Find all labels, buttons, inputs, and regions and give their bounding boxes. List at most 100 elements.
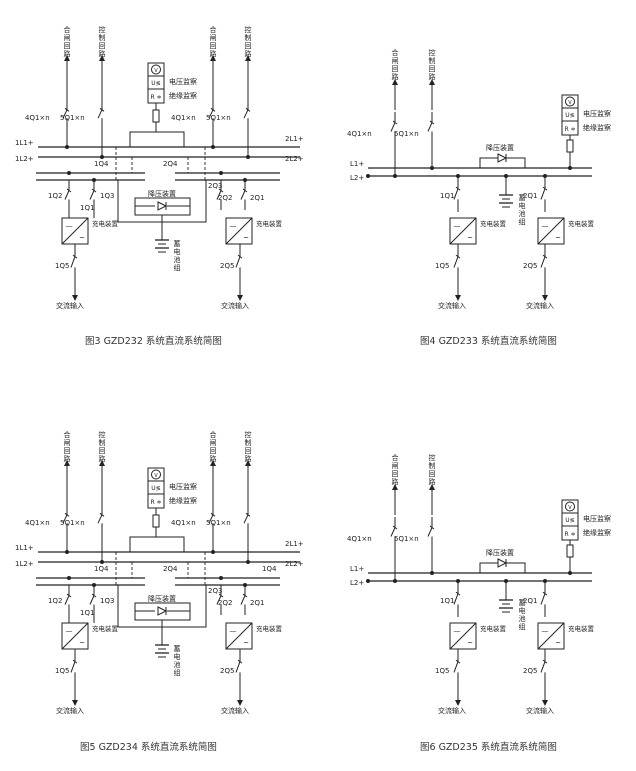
charger-diagonal	[61, 622, 89, 650]
switch-1q3-label: 1Q3	[100, 192, 114, 200]
bus-2l1-label: 2L1+	[285, 135, 304, 143]
left-closing-breaker-label: 4Q1×n	[25, 114, 50, 122]
switch-2q5-mark	[542, 659, 548, 664]
switch-2q1-blade	[540, 593, 546, 605]
switch-2q3-label: 2Q3	[208, 182, 222, 190]
voltmeter-symbol: V	[568, 505, 572, 511]
left-closing-label: 合闸回路	[64, 25, 71, 58]
charger-ac-symbol: ~	[555, 234, 561, 242]
step-down-label: 降压装置	[148, 594, 176, 603]
charger-ac-symbol: ~	[467, 234, 473, 242]
junction-dot	[504, 174, 508, 178]
switch-1q5-label: 1Q5	[55, 262, 69, 270]
control-breaker-blade	[427, 122, 433, 132]
switch-1q4-label: 1Q4	[94, 160, 109, 168]
insulation-symbol: R ≑	[150, 94, 161, 101]
control-breaker-mark	[429, 120, 435, 125]
voltmeter-icon	[565, 96, 575, 107]
left-closing-label: 合闸回路	[64, 430, 71, 463]
diode-triangle	[157, 606, 168, 616]
battery-label: 蓄电池组	[174, 239, 181, 272]
control-breaker-label: 5Q1×n	[394, 130, 419, 138]
switch-2q5-label: 2Q5	[220, 262, 234, 270]
charger-dc-symbol: —	[542, 222, 549, 230]
caption-fig3: 图3 GZD232 系统直流系统简图	[85, 335, 222, 347]
bus-2l2-label: 2L2+	[285, 560, 304, 568]
charger-diagonal	[449, 217, 477, 245]
switch-2q5-blade	[540, 661, 546, 673]
fig5-diagram: 1L1+1L2+2L1+2L2+合闸回路4Q1×n控制回路5Q1×n合闸回路4Q…	[15, 430, 304, 715]
right-control-breaker-label: 5Q1×n	[206, 519, 231, 527]
switch-1q5-blade	[70, 661, 76, 673]
insulation-monitor-label: 绝缘监察	[583, 528, 611, 537]
right-charger-label: 充电装置	[256, 219, 283, 228]
switch-1q1-label: 1Q1	[440, 192, 454, 200]
switch-1q2-blade	[64, 190, 70, 200]
voltage-monitor-label: 电压监察	[583, 514, 611, 523]
switch-2q1-label: 2Q1	[523, 597, 537, 605]
voltmeter-symbol: V	[154, 473, 158, 479]
monitor-bridge	[129, 536, 185, 552]
charger-diagonal	[225, 622, 253, 650]
switch-1q5-blade	[453, 661, 459, 673]
left-control-breaker-blade	[97, 109, 103, 119]
junction-dot	[393, 174, 397, 178]
junction-dot	[243, 583, 247, 587]
insulation-symbol: R ≑	[150, 499, 161, 506]
undervoltage-symbol: U≶	[151, 485, 160, 492]
charger-ac-symbol: ~	[79, 639, 85, 647]
left-control-breaker-label: 5Q1×n	[60, 519, 85, 527]
switch-1q5-mark	[455, 254, 461, 259]
bus-l2-label: L2+	[350, 579, 364, 587]
right-charger-label: 充电装置	[568, 624, 595, 633]
step-down-label: 降压装置	[486, 548, 514, 557]
switch-1q5-blade	[70, 256, 76, 268]
step-down-label: 降压装置	[486, 143, 514, 152]
switch-1q5-label: 1Q5	[435, 667, 449, 675]
control-breaker-mark	[429, 525, 435, 530]
bus-l2-label: L2+	[350, 174, 364, 182]
voltage-monitor-label: 电压监察	[169, 77, 197, 86]
switch-2q5-label: 2Q5	[523, 667, 537, 675]
insulation-symbol: R ≑	[564, 531, 575, 538]
bus-1l1-label: 1L1+	[15, 139, 34, 147]
bus-l1-label: L1+	[350, 160, 364, 168]
left-charger-label: 充电装置	[92, 219, 119, 228]
charger-ac-symbol: ~	[243, 639, 249, 647]
fuse-symbol	[152, 109, 160, 123]
switch-1q5-blade	[453, 256, 459, 268]
left-control-breaker-mark	[99, 512, 105, 517]
switch-2q5-mark	[542, 254, 548, 259]
switch-1q1-label: 1Q1	[80, 204, 94, 212]
right-control-label: 控制回路	[245, 25, 252, 58]
switch-2q1-label: 2Q1	[523, 192, 537, 200]
right-ac-label: 交流输入	[221, 301, 249, 310]
charger-ac-symbol: ~	[467, 639, 473, 647]
switch-2q1-mark	[242, 188, 248, 193]
insulation-symbol: R ≑	[564, 126, 575, 133]
switch-2q5-blade	[540, 256, 546, 268]
charger-ac-symbol: ~	[555, 639, 561, 647]
switch-2q2-blade	[216, 190, 222, 200]
left-control-label: 控制回路	[99, 25, 106, 58]
switch-1q4-label: 1Q4	[94, 565, 109, 573]
battery-label: 蓄电池组	[519, 193, 526, 226]
insulation-monitor-label: 绝缘监察	[169, 91, 197, 100]
junction-dot	[219, 171, 223, 175]
bus-2l1-label: 2L1+	[285, 540, 304, 548]
fuse-symbol	[566, 544, 574, 558]
caption-fig6: 图6 GZD235 系统直流系统简图	[420, 741, 557, 753]
bus-2l2-label: 2L2+	[285, 155, 304, 163]
voltmeter-icon	[151, 469, 161, 480]
junction-dot	[211, 550, 215, 554]
junction-dot	[504, 579, 508, 583]
closing-breaker-mark	[392, 525, 398, 530]
junction-dot	[543, 174, 547, 178]
switch-1q1-mark	[91, 188, 97, 193]
switch-1q2-mark	[66, 593, 72, 598]
left-charger-label: 充电装置	[92, 624, 119, 633]
right-closing-label: 合闸回路	[210, 430, 217, 463]
